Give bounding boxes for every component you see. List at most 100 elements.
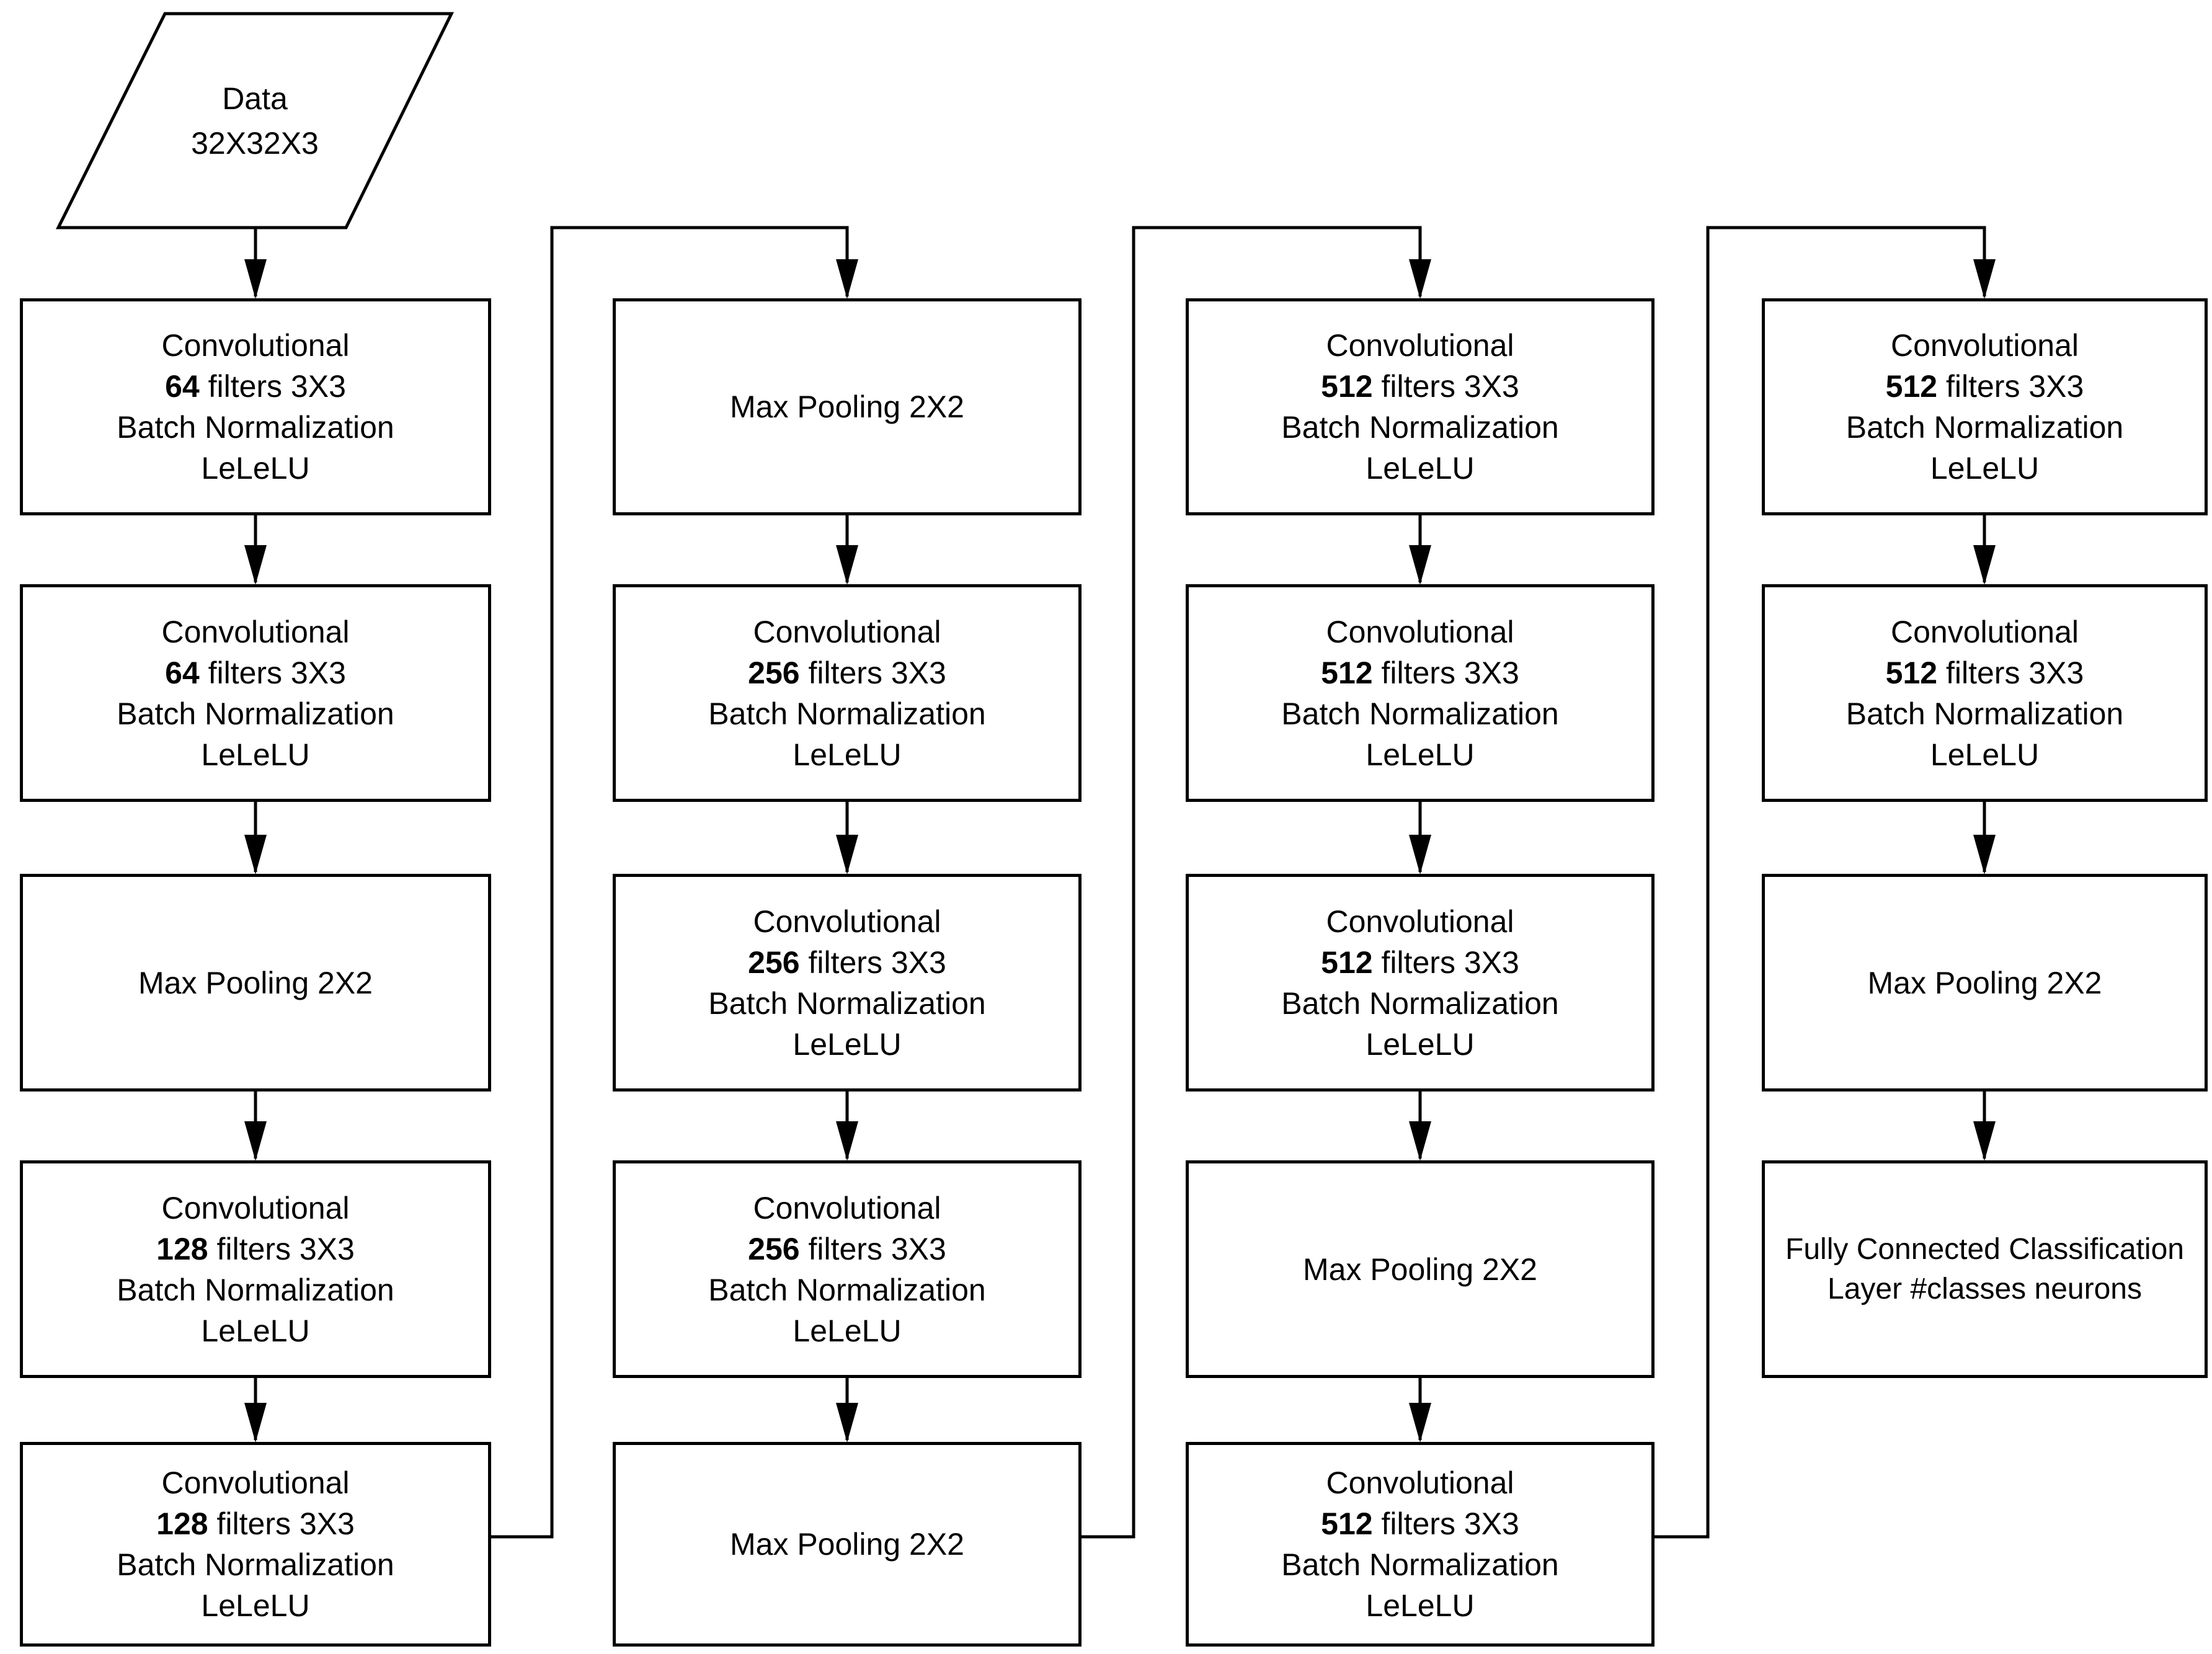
filters-suffix: filters 3X3 — [1372, 945, 1519, 980]
node-text-line: 256 filters 3X3 — [708, 652, 985, 693]
node-maxpool-2: Max Pooling 2X2 — [613, 298, 1082, 515]
node-text-line: 512 filters 3X3 — [1846, 652, 2123, 693]
filters-count: 512 — [1321, 655, 1373, 690]
filters-suffix: filters 3X3 — [208, 1231, 355, 1266]
node-text-line: 64 filters 3X3 — [117, 366, 394, 407]
filters-suffix: filters 3X3 — [1937, 369, 2084, 404]
filters-count: 128 — [156, 1506, 208, 1541]
node-text-line: Convolutional — [1891, 614, 2079, 649]
node-text-line: 256 filters 3X3 — [708, 1229, 985, 1269]
node-text-line: LeLeLU — [1366, 451, 1475, 486]
node-conv512-6: Convolutional 512 filters 3X3 Batch Norm… — [1762, 584, 2208, 802]
node-text-line: 512 filters 3X3 — [1281, 942, 1558, 983]
node-conv256-3: Convolutional 256 filters 3X3 Batch Norm… — [613, 1160, 1082, 1378]
node-text-line: Convolutional — [1891, 328, 2079, 363]
flow-elbow-col1-col2 — [491, 226, 858, 1539]
node-text-line: Max Pooling 2X2 — [1302, 1252, 1537, 1287]
node-text-line: LeLeLU — [793, 737, 902, 772]
data-input-line1: Data — [222, 81, 288, 116]
node-text-line: 64 filters 3X3 — [117, 652, 394, 693]
filters-suffix: filters 3X3 — [199, 369, 346, 404]
data-input-node: Data 32X32X3 — [58, 14, 451, 228]
filters-suffix: filters 3X3 — [1372, 1506, 1519, 1541]
node-text-line: Max Pooling 2X2 — [729, 389, 964, 424]
node-text-line: Batch Normalization — [117, 696, 394, 731]
filters-count: 512 — [1885, 655, 1938, 690]
flow-elbow-col3-col4 — [1655, 226, 1996, 1539]
node-text-line: LeLeLU — [1930, 451, 2040, 486]
filters-count: 256 — [748, 1231, 800, 1266]
filters-suffix: filters 3X3 — [799, 655, 946, 690]
node-text-line: Batch Normalization — [117, 1272, 394, 1307]
node-fully-connected-output: Fully Connected Classification Layer #cl… — [1762, 1160, 2208, 1378]
node-conv128-2: Convolutional 128 filters 3X3 Batch Norm… — [20, 1442, 491, 1647]
node-text-line: Convolutional — [161, 328, 350, 363]
filters-count: 512 — [1321, 1506, 1373, 1541]
node-text-line: Batch Normalization — [117, 410, 394, 445]
node-text-line: LeLeLU — [201, 737, 310, 772]
filters-count: 64 — [165, 369, 200, 404]
node-conv256-2: Convolutional 256 filters 3X3 Batch Norm… — [613, 874, 1082, 1092]
node-text-line: Max Pooling 2X2 — [1867, 965, 2102, 1000]
data-input-line2: 32X32X3 — [191, 125, 319, 161]
data-parallelogram-shape — [55, 12, 455, 229]
filters-count: 512 — [1885, 369, 1938, 404]
node-conv128-1: Convolutional 128 filters 3X3 Batch Norm… — [20, 1160, 491, 1378]
node-maxpool-4: Max Pooling 2X2 — [1186, 1160, 1655, 1378]
node-text-line: Convolutional — [753, 614, 941, 649]
filters-count: 64 — [165, 655, 200, 690]
node-text-line: LeLeLU — [793, 1313, 902, 1348]
node-text-line: Fully Connected Classification — [1785, 1232, 2184, 1266]
filters-suffix: filters 3X3 — [799, 945, 946, 980]
node-text-line: Batch Normalization — [117, 1547, 394, 1582]
node-text-line: Convolutional — [1326, 1465, 1514, 1500]
node-text-line: Batch Normalization — [708, 985, 986, 1021]
node-text-line: Batch Normalization — [1281, 985, 1559, 1021]
node-conv512-4: Convolutional 512 filters 3X3 Batch Norm… — [1186, 1442, 1655, 1647]
filters-suffix: filters 3X3 — [208, 1506, 355, 1541]
node-text-line: Max Pooling 2X2 — [729, 1527, 964, 1562]
node-maxpool-3: Max Pooling 2X2 — [613, 1442, 1082, 1647]
node-text-line: LeLeLU — [201, 1313, 310, 1348]
node-text-line: LeLeLU — [201, 451, 310, 486]
node-maxpool-1: Max Pooling 2X2 — [20, 874, 491, 1092]
node-conv512-5: Convolutional 512 filters 3X3 Batch Norm… — [1762, 298, 2208, 515]
node-conv64-2: Convolutional 64 filters 3X3 Batch Norma… — [20, 584, 491, 802]
node-text-line: Batch Normalization — [708, 1272, 986, 1307]
filters-suffix: filters 3X3 — [1372, 655, 1519, 690]
node-text-line: 512 filters 3X3 — [1281, 1503, 1558, 1544]
node-conv256-1: Convolutional 256 filters 3X3 Batch Norm… — [613, 584, 1082, 802]
node-text-line: Convolutional — [1326, 328, 1514, 363]
node-text-line: 128 filters 3X3 — [117, 1503, 394, 1544]
node-text-line: Max Pooling 2X2 — [138, 965, 373, 1000]
node-text-line: LeLeLU — [201, 1588, 310, 1623]
filters-suffix: filters 3X3 — [199, 655, 346, 690]
node-text-line: LeLeLU — [793, 1026, 902, 1062]
node-text-line: Batch Normalization — [1281, 1547, 1559, 1582]
node-text-line: Batch Normalization — [1846, 410, 2124, 445]
node-text-line: Layer #classes neurons — [1828, 1272, 2142, 1305]
filters-count: 512 — [1321, 369, 1373, 404]
node-maxpool-5: Max Pooling 2X2 — [1762, 874, 2208, 1092]
node-text-line: 512 filters 3X3 — [1281, 366, 1558, 407]
node-text-line: Batch Normalization — [1846, 696, 2124, 731]
node-text-line: Convolutional — [753, 904, 941, 939]
filters-count: 256 — [748, 655, 800, 690]
node-text-line: Batch Normalization — [1281, 410, 1559, 445]
flow-elbow-col2-col3 — [1082, 226, 1431, 1539]
node-text-line: Convolutional — [161, 1190, 350, 1225]
filters-suffix: filters 3X3 — [799, 1231, 946, 1266]
node-text-line: Convolutional — [1326, 614, 1514, 649]
filters-count: 128 — [156, 1231, 208, 1266]
node-text-line: 256 filters 3X3 — [708, 942, 985, 983]
filters-count: 512 — [1321, 945, 1373, 980]
node-text-line: LeLeLU — [1366, 1026, 1475, 1062]
node-conv512-3: Convolutional 512 filters 3X3 Batch Norm… — [1186, 874, 1655, 1092]
node-text-line: 512 filters 3X3 — [1281, 652, 1558, 693]
node-text-line: Convolutional — [753, 1190, 941, 1225]
node-text-line: Batch Normalization — [708, 696, 986, 731]
node-text-line: Convolutional — [161, 1465, 350, 1500]
node-text-line: LeLeLU — [1930, 737, 2040, 772]
